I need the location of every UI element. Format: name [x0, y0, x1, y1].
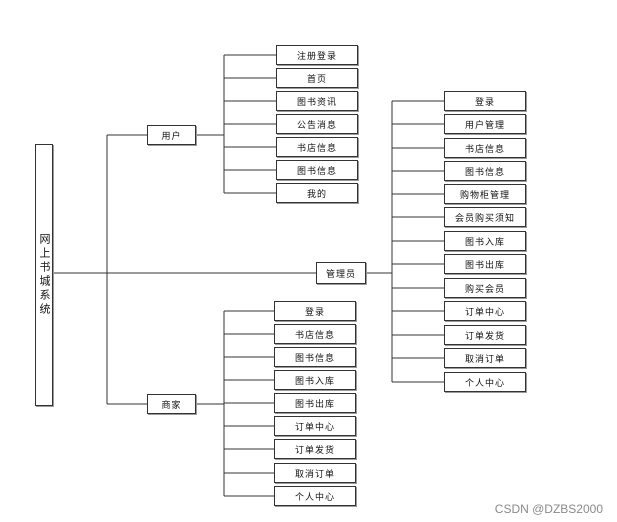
admin-item: 订单中心: [444, 301, 526, 321]
user-item: 书店信息: [276, 137, 358, 157]
admin-item: 图书信息: [444, 161, 526, 181]
admin-item: 购物柜管理: [444, 184, 526, 204]
admin-item: 书店信息: [444, 138, 526, 158]
merchant-item: 图书出库: [274, 393, 356, 413]
merchant-item: 图书信息: [274, 347, 356, 367]
merchant-item: 图书入库: [274, 370, 356, 390]
user-node: 用户: [147, 125, 196, 145]
merchant-node: 商家: [147, 394, 196, 414]
admin-item: 登录: [444, 91, 526, 111]
admin-item: 个人中心: [444, 372, 526, 392]
merchant-item: 个人中心: [274, 486, 356, 506]
admin-item: 用户管理: [444, 114, 526, 134]
admin-item: 图书出库: [444, 254, 526, 274]
user-item: 图书资讯: [276, 91, 358, 111]
watermark-text: CSDN @DZBS2000: [494, 502, 603, 516]
admin-item: 订单发货: [444, 325, 526, 345]
user-item: 我的: [276, 183, 358, 203]
user-item: 公告消息: [276, 114, 358, 134]
user-item: 图书信息: [276, 160, 358, 180]
user-item: 注册登录: [276, 45, 358, 65]
merchant-item: 订单中心: [274, 416, 356, 436]
admin-node: 管理员: [316, 262, 366, 284]
merchant-item: 登录: [274, 301, 356, 321]
root-node: 网上书城系统: [35, 144, 53, 406]
admin-item: 取消订单: [444, 348, 526, 368]
admin-item: 图书入库: [444, 231, 526, 251]
merchant-item: 书店信息: [274, 324, 356, 344]
merchant-item: 取消订单: [274, 463, 356, 483]
merchant-item: 订单发货: [274, 439, 356, 459]
admin-item: 购买会员: [444, 278, 526, 298]
admin-item: 会员购买须知: [444, 207, 526, 227]
user-item: 首页: [276, 68, 358, 88]
